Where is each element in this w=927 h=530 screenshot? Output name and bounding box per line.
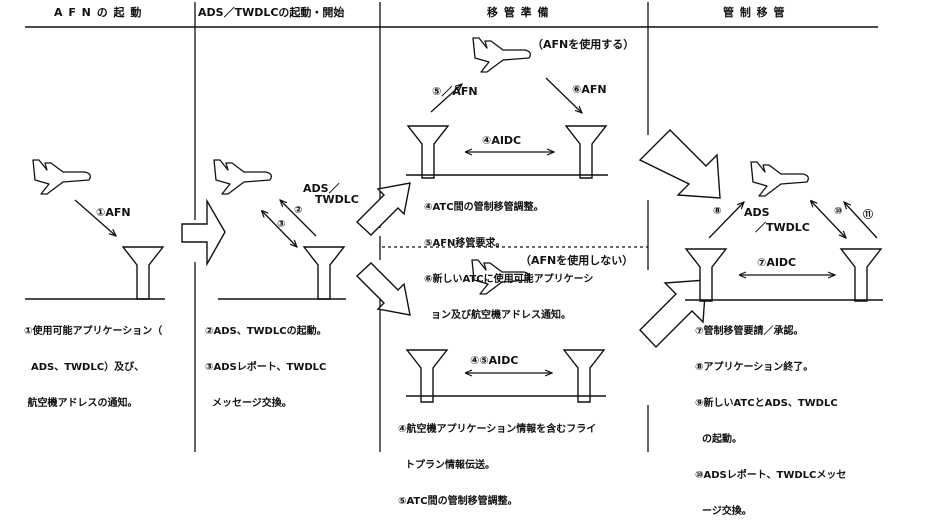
note-line: ⑥新しいATCに使用可能アプリケーシ	[424, 274, 594, 285]
aidc-label: ⑦AIDC	[757, 256, 797, 269]
note-line: ⑦管制移管要請／承認。	[695, 326, 804, 337]
afn-notify-arrow	[545, 77, 582, 113]
afn-request-label: ⑤／AFN	[432, 85, 478, 98]
ads-twdlc-arrow-both	[262, 211, 297, 247]
note-line: ⑩ADSレポート、TWDLCメッセ	[695, 470, 847, 481]
col3-upper-notes: ④ATC間の管制移管調整。 ⑤AFN移管要求。 ⑥新しいATCに使用可能アプリケ…	[424, 178, 593, 334]
header-ads-twdlc-start: ADS／TWDLCの起動・開始	[198, 6, 345, 19]
note-line: ④ATC間の管制移管調整。	[424, 202, 544, 213]
ads-label: ADS	[744, 206, 770, 219]
atc-tower-icon	[122, 246, 164, 300]
ads-twdlc-label-line2: TWDLC	[315, 193, 359, 206]
note-line: ③ADSレポート、TWDLC	[205, 362, 327, 373]
atc-tower-icon	[565, 125, 607, 179]
col1-notes: ①使用可能アプリケーション（ ADS、TWDLC）及び、 航空機アドレスの通知。	[24, 302, 162, 422]
afn-link-arrow	[74, 199, 116, 236]
note-line: ージ交換。	[695, 506, 752, 517]
ads-twdlc-exchange-arrow	[811, 201, 846, 238]
aircraft-icon	[750, 161, 809, 197]
app-terminate-arrow	[708, 202, 744, 239]
twdlc-label: ／TWDLC	[755, 221, 810, 234]
afn-notify-label: ⑥AFN	[572, 83, 607, 96]
note-line: ②ADS、TWDLCの起動。	[205, 326, 327, 337]
aircraft-icon	[213, 159, 272, 195]
step-8-marker: ⑧	[713, 206, 722, 217]
atc-tower-icon	[840, 248, 882, 302]
note-line: ョン及び航空機アドレス通知。	[424, 310, 571, 321]
note-line: ①使用可能アプリケーション（	[24, 326, 163, 337]
col4-notes: ⑦管制移管要請／承認。 ⑧アプリケーション終了。 ⑨新しいATCとADS、TWD…	[695, 302, 846, 530]
transition-arrow-down-right-large	[638, 129, 721, 199]
atc-tower-icon	[303, 246, 345, 300]
note-line: ④航空機アプリケーション情報を含むフライ	[398, 424, 597, 435]
aidc-label: ④AIDC	[482, 134, 522, 147]
afn-link-label: ①AFN	[96, 206, 131, 219]
col2-notes: ②ADS、TWDLCの起動。 ③ADSレポート、TWDLC メッセージ交換。	[205, 302, 327, 422]
case-label-without-afn: （AFNを使用しない）	[520, 254, 634, 267]
step-11-marker: ⑪	[863, 210, 873, 221]
note-line: 航空機アドレスの通知。	[24, 398, 138, 409]
case-label-with-afn: （AFNを使用する）	[532, 38, 635, 51]
atc-tower-icon	[406, 349, 448, 403]
note-line: ⑨新しいATCとADS、TWDLC	[695, 398, 838, 409]
header-afn-initiation: A F N の 起 動	[54, 6, 143, 19]
atc-tower-icon	[563, 349, 605, 403]
col3-lower-notes: ④航空機アプリケーション情報を含むフライ トプラン情報伝送。 ⑤ATC間の管制移…	[398, 400, 596, 520]
step-10-marker: ⑩	[834, 206, 843, 217]
note-line: ⑤AFN移管要求。	[424, 238, 506, 249]
aidc-label: ④⑤AIDC	[470, 354, 519, 367]
aircraft-icon	[32, 159, 91, 195]
afn-transfer-request-arrow	[430, 84, 462, 113]
note-line: トプラン情報伝送。	[398, 460, 495, 471]
header-transfer-prep: 移 管 準 備	[487, 6, 550, 19]
note-line: の起動。	[695, 434, 742, 445]
ads-twdlc-label-line1: ADS／	[303, 182, 340, 195]
note-line: ADS、TWDLC）及び、	[24, 362, 145, 373]
header-control-transfer: 管 制 移 管	[723, 6, 786, 19]
note-line: ⑤ATC間の管制移管調整。	[398, 496, 518, 507]
diagram-canvas	[25, 2, 883, 452]
atc-tower-icon	[407, 125, 449, 179]
new-atc-start-arrow	[844, 202, 878, 239]
step-3-marker: ③	[277, 219, 286, 230]
note-line: メッセージ交換。	[205, 398, 292, 409]
transition-arrow-up-right	[355, 182, 411, 236]
aircraft-icon	[472, 37, 531, 73]
transition-arrow-down-right	[355, 262, 411, 316]
note-line: ⑧アプリケーション終了。	[695, 362, 814, 373]
step-2-marker: ②	[294, 205, 303, 216]
transition-arrow-right	[181, 198, 226, 267]
